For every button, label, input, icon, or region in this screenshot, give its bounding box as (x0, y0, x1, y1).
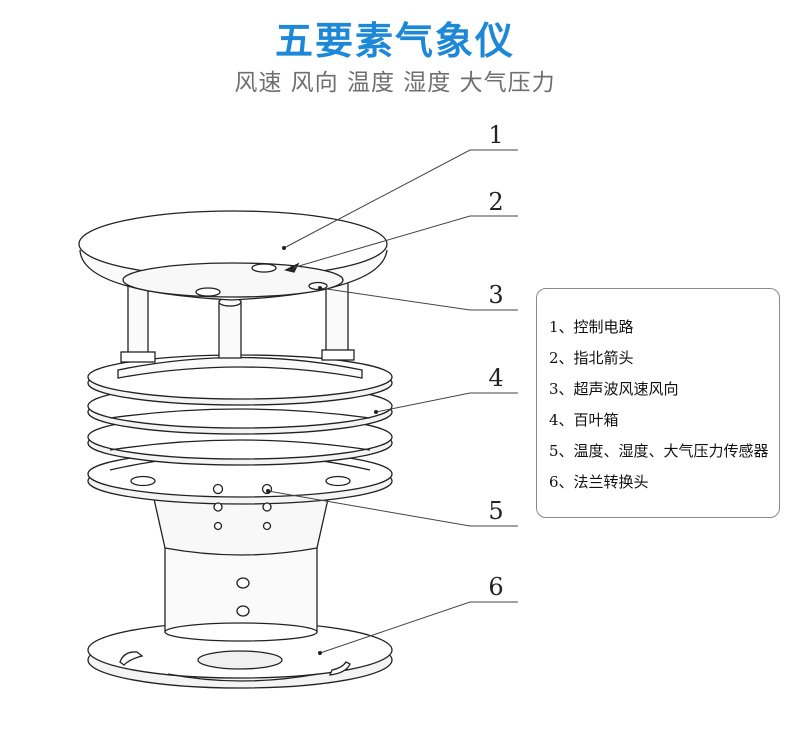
callout-number: 6 (488, 573, 503, 601)
legend-item-thp-sensor: 5、温度、湿度、大气压力传感器 (549, 442, 769, 460)
callout-number: 2 (488, 188, 503, 216)
legend-item-flange-adapter: 6、法兰转换头 (549, 473, 649, 491)
legend-item-louver-box: 4、百叶箱 (549, 411, 619, 429)
page-title: 五要素气象仪 (274, 19, 515, 63)
support-posts (120, 267, 355, 363)
legend-item-north-arrow: 2、指北箭头 (549, 349, 634, 367)
callout-number: 5 (488, 497, 503, 525)
top-cap (78, 210, 388, 301)
flange-adapter (87, 621, 393, 689)
callout-number: 4 (488, 364, 503, 392)
louver-shield (87, 354, 393, 531)
legend-item-control-circuit: 1、控制电路 (549, 318, 634, 336)
mounting-pole (151, 489, 331, 642)
page-subtitle: 风速 风向 温度 湿度 大气压力 (234, 70, 556, 96)
callout-number: 1 (488, 121, 503, 149)
legend-item-ultrasonic-wind: 3、超声波风速风向 (549, 380, 679, 398)
component-legend: 1、控制电路 2、指北箭头 3、超声波风速风向 4、百叶箱 5、温度、湿度、大气… (536, 288, 780, 518)
callout-number: 3 (488, 281, 503, 309)
